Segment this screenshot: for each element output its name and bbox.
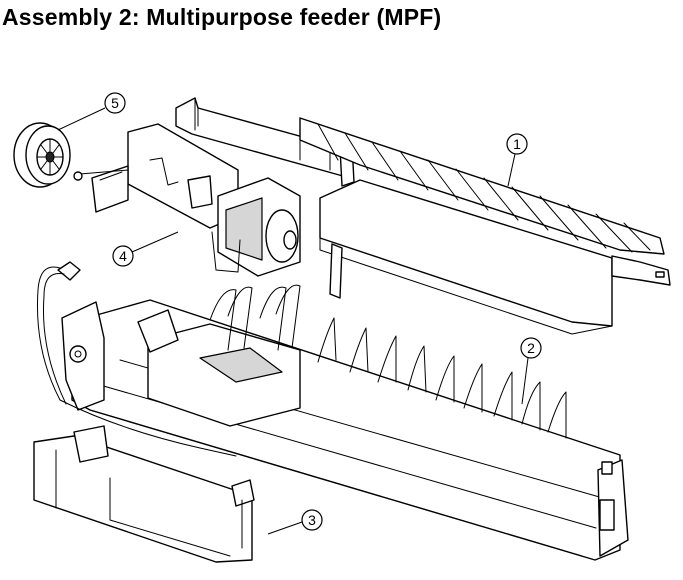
callout-4: 4	[112, 231, 179, 267]
part-drive-gear	[13, 122, 71, 188]
part-clutch-bracket	[73, 123, 301, 277]
part-lower-cover	[33, 425, 255, 563]
part-upper-guide	[175, 97, 671, 335]
svg-text:5: 5	[111, 95, 119, 111]
callout-5: 5	[57, 92, 126, 131]
svg-text:2: 2	[527, 340, 535, 356]
svg-text:4: 4	[119, 248, 127, 264]
page-title: Assembly 2: Multipurpose feeder (MPF)	[2, 4, 442, 30]
callout-3: 3	[267, 509, 323, 535]
callout-1: 1	[506, 133, 528, 187]
callout-2: 2	[520, 337, 542, 405]
svg-text:3: 3	[308, 512, 316, 528]
svg-text:1: 1	[513, 136, 521, 152]
part-mpf-frame	[37, 261, 629, 561]
